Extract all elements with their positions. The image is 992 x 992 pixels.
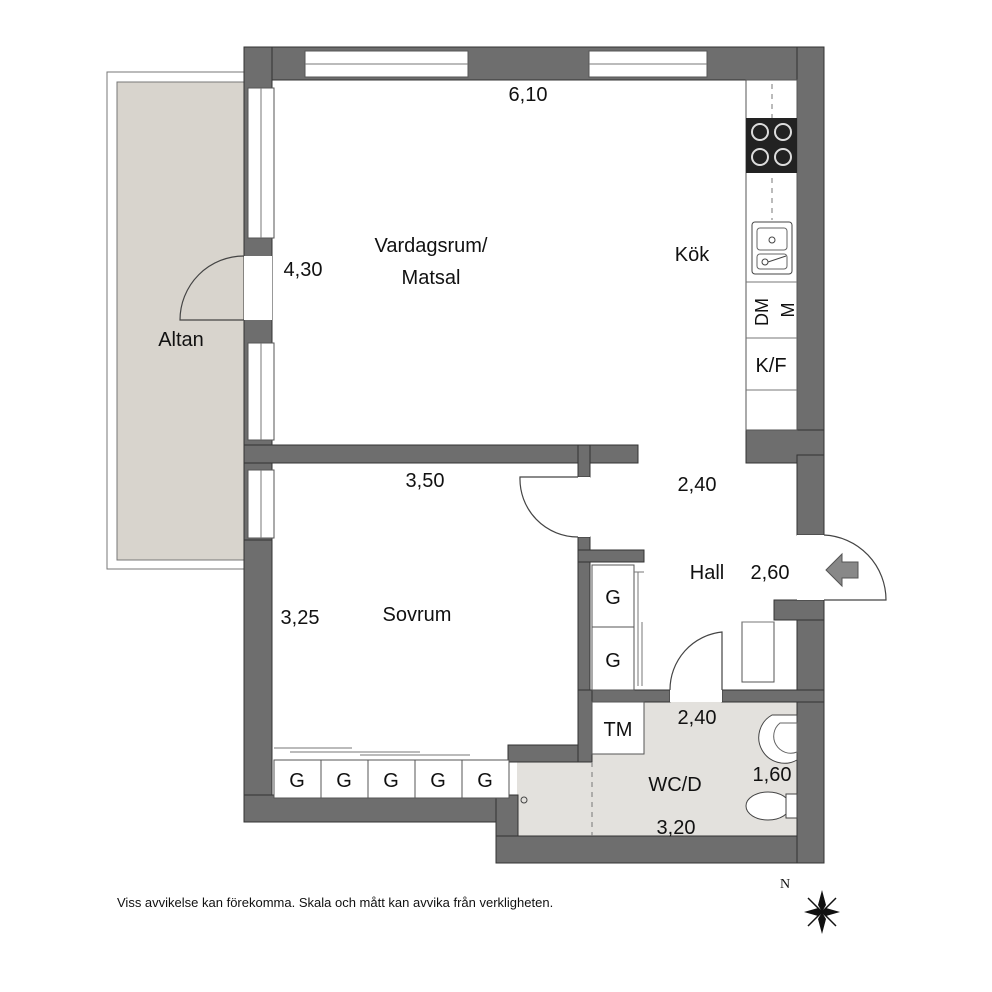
wall-left-lower — [243, 539, 273, 823]
wall-right-lower — [796, 599, 825, 864]
wc-door-swing — [669, 631, 723, 691]
shower-head-icon — [520, 796, 528, 804]
living-dim-width: 6,10 — [509, 84, 548, 106]
wc-dim-length: 3,20 — [657, 817, 696, 839]
bedroom-wardrobe-label-3: G — [383, 770, 399, 792]
hall-wardrobe-2 — [591, 626, 635, 691]
hall-wardrobe-label-2: G — [605, 650, 621, 672]
wall-bottom-right — [495, 835, 825, 864]
wc-dim-width: 2,40 — [678, 707, 717, 729]
wall-entry-jamb-top — [796, 454, 825, 536]
bedroom-dim-width: 3,50 — [406, 470, 445, 492]
wall-tm-divider — [577, 689, 593, 763]
balcony-name: Altan — [158, 329, 204, 351]
disclaimer-text: Viss avvikelse kan förekomma. Skala och … — [117, 895, 554, 910]
bedroom-wardrobe-label-5: G — [477, 770, 493, 792]
entry-arrow-icon — [825, 552, 859, 588]
wall-bedroom-stub — [577, 444, 591, 478]
hall-shelf — [741, 621, 775, 683]
living-dim-depth: 4,30 — [284, 259, 323, 281]
wall-bedroom-top — [243, 444, 639, 464]
appliance-dm-label: DM — [752, 298, 772, 326]
entry-door-opening — [797, 535, 824, 600]
wall-hall-top — [577, 549, 645, 563]
wall-right-upper — [796, 46, 825, 464]
living-name-line2: Matsal — [402, 267, 461, 289]
appliance-m-label: M — [778, 303, 798, 318]
wall-bottom-left — [243, 794, 517, 823]
bedroom-wardrobe-5 — [461, 759, 510, 799]
bedroom-wardrobe-2 — [320, 759, 369, 799]
wc-floor-lower — [517, 760, 592, 836]
hall-dim-width: 2,40 — [678, 474, 717, 496]
living-name-line1: Vardagsrum/ — [374, 235, 487, 257]
bedroom-wardrobe-label-2: G — [336, 770, 352, 792]
bedroom-name: Sovrum — [383, 604, 452, 626]
balcony-door-opening — [244, 256, 272, 320]
washbasin-icon — [758, 714, 798, 764]
bedroom-door-swing — [519, 476, 579, 538]
bedroom-wardrobe-4 — [414, 759, 463, 799]
hall-wardrobe-label-1: G — [605, 587, 621, 609]
appliance-tm-label: TM — [604, 719, 633, 741]
toilet-icon — [745, 791, 798, 821]
wc-name: WC/D — [648, 774, 701, 796]
wc-door-opening — [670, 690, 722, 702]
hall-wardrobe-1 — [591, 564, 635, 628]
appliance-kf-label: K/F — [755, 355, 786, 377]
balcony-area — [116, 81, 245, 561]
compass-north-label: N — [780, 877, 790, 892]
wall-entry-jamb-bottom — [773, 599, 825, 621]
entry-door-swing — [823, 534, 887, 601]
hall-dim-depth: 2,60 — [751, 562, 790, 584]
hall-name: Hall — [690, 562, 724, 584]
tm-box — [591, 701, 645, 755]
kitchen-name: Kök — [675, 244, 710, 266]
bedroom-wardrobes: G G G G G — [273, 747, 510, 799]
bedroom-wardrobe-label-1: G — [289, 770, 305, 792]
bedroom-wardrobe-label-4: G — [430, 770, 446, 792]
compass-icon — [804, 890, 840, 934]
sink-icon — [751, 221, 793, 275]
bedroom-dim-depth: 3,25 — [281, 607, 320, 629]
wall-wc-top — [721, 689, 825, 703]
bedroom-door-opening — [578, 477, 590, 537]
wc-dim-depth: 1,60 — [753, 764, 792, 786]
balcony-door-swing — [179, 255, 245, 321]
